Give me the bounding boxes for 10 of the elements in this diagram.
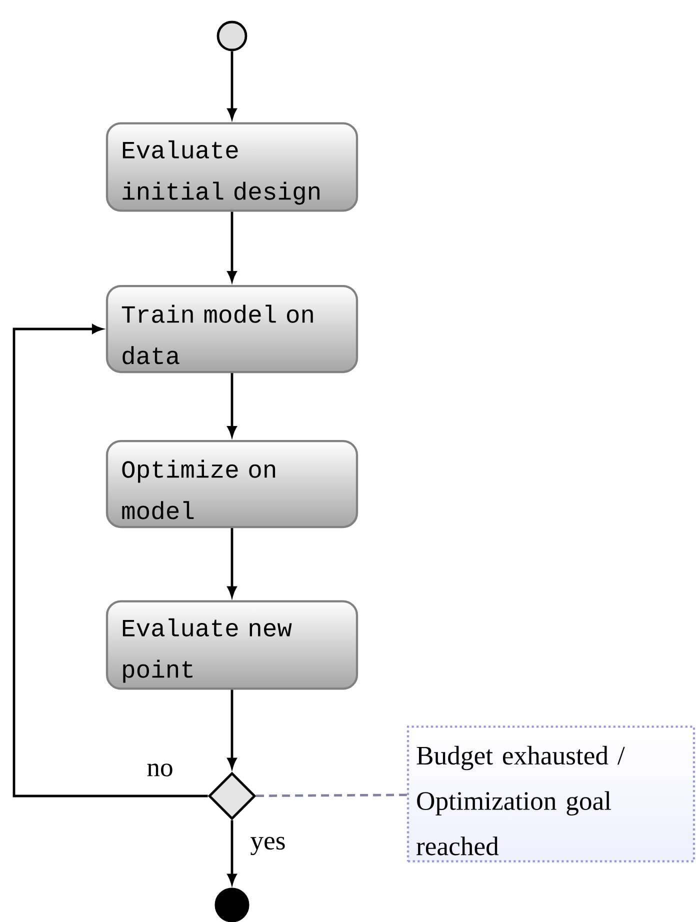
process-box: Train model on data [106, 284, 358, 374]
process-box: Evaluate initial design [106, 122, 358, 212]
edge-label: yes [249, 836, 287, 856]
arrow [12, 324, 208, 798]
start-circle [216, 20, 248, 52]
process-box: Optimize on model [106, 440, 358, 528]
end-circle [214, 888, 250, 922]
note-box: Budget exhausted / Optimization goal reached [406, 726, 696, 862]
process-box: Evaluate new point [106, 600, 358, 690]
edge-label: no [146, 762, 174, 778]
